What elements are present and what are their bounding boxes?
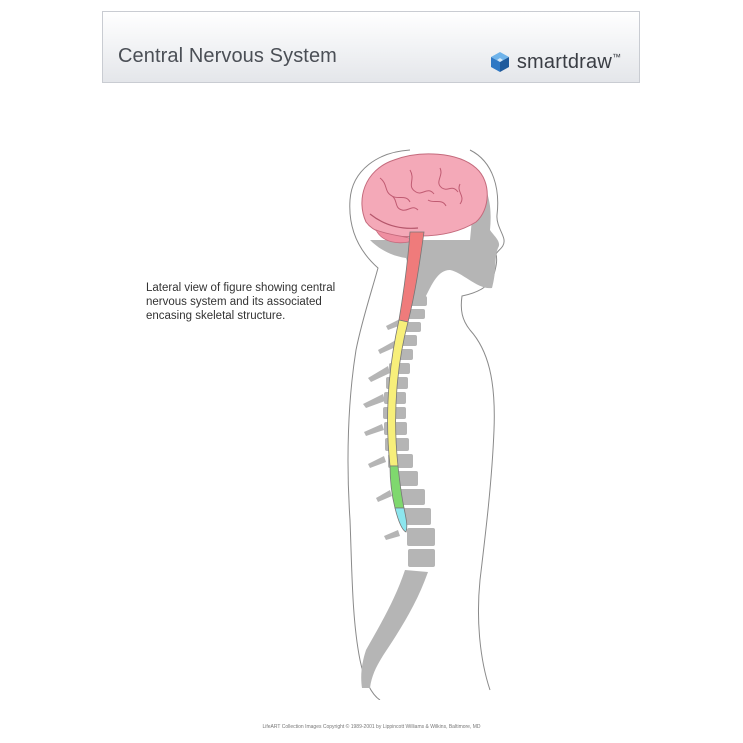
skull (370, 176, 500, 300)
brain (361, 153, 488, 244)
brand-trademark: ™ (612, 52, 621, 62)
copyright-footer: LifeART Collection Images Copyright © 19… (262, 724, 481, 730)
smartdraw-logo-icon (490, 52, 509, 72)
cns-lateral-illustration (347, 149, 505, 700)
page-title: Central Nervous System (118, 45, 337, 67)
sacral-cord (394, 507, 408, 533)
title-banner: Central Nervous System smartdraw ™ (102, 11, 640, 83)
diagram-caption: Lateral view of figure showing central n… (146, 282, 336, 322)
body-outline (347, 149, 505, 700)
spinal-cord (387, 231, 425, 533)
brand-logo: smartdraw ™ (489, 49, 621, 75)
brand-name: smartdraw (516, 50, 612, 73)
